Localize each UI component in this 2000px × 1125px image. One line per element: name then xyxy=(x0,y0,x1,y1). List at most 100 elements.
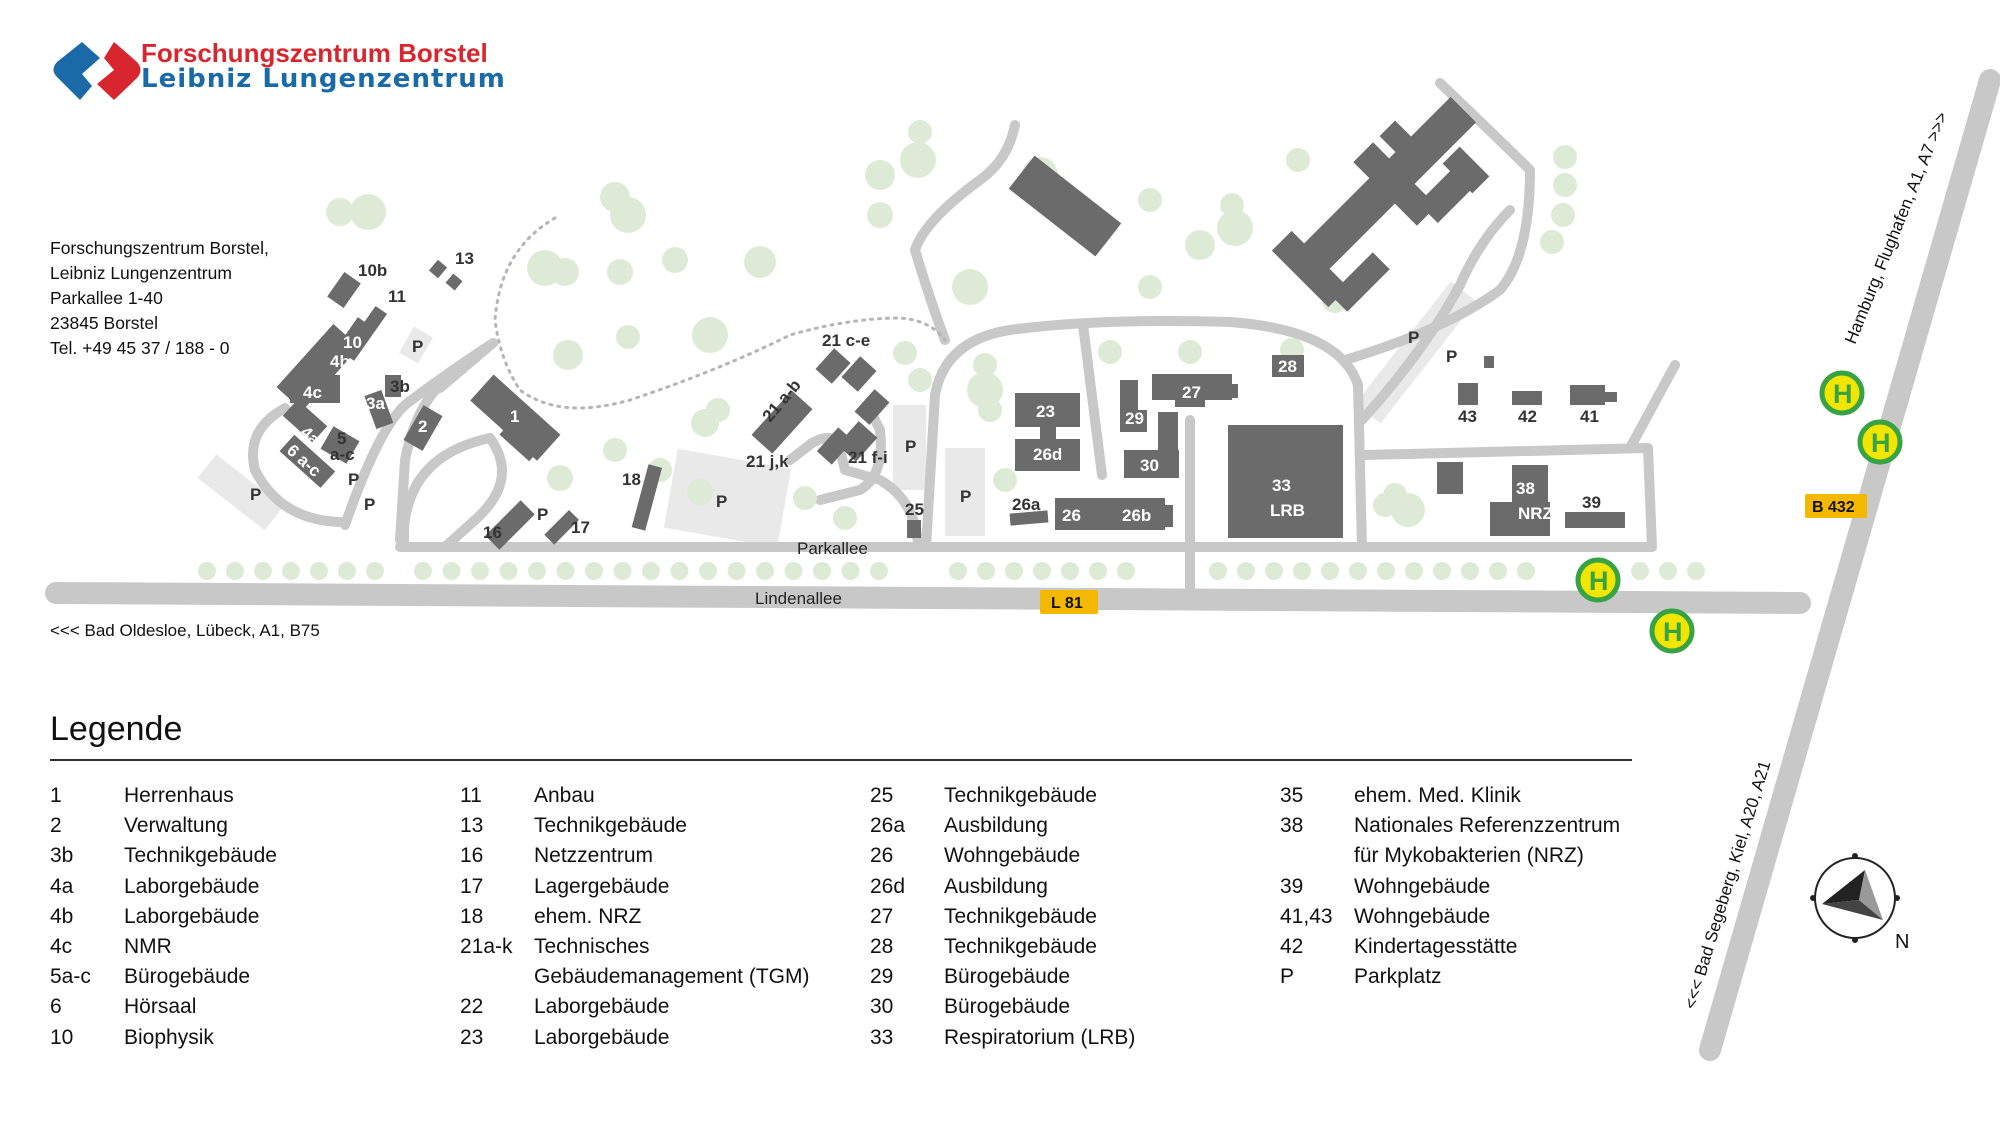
legend-name: NMR xyxy=(124,935,172,958)
logo-icon xyxy=(53,42,141,100)
legend-name: Herrenhaus xyxy=(124,784,234,807)
parking-area xyxy=(398,326,434,364)
road xyxy=(1078,320,1107,480)
building-26b-end xyxy=(1165,505,1173,527)
address-line: Forschungszentrum Borstel, xyxy=(50,238,269,258)
label-4b: 4b xyxy=(330,352,350,371)
legend-code: 38 xyxy=(1280,814,1304,838)
tree xyxy=(310,562,328,580)
legend-name: Wohngebäude xyxy=(1354,874,1491,898)
tree xyxy=(1286,148,1310,172)
address-line: Parkallee 1-40 xyxy=(50,288,163,308)
legend-code: P xyxy=(1280,965,1295,989)
tree xyxy=(1461,562,1479,580)
legend-name: Technikgebäude xyxy=(944,935,1097,958)
tree xyxy=(1489,562,1507,580)
tree xyxy=(1349,562,1367,580)
tree xyxy=(471,562,489,580)
legend-name: Parkplatz xyxy=(1354,965,1442,989)
legend-code: 26a xyxy=(870,814,906,838)
label-2: 2 xyxy=(418,417,427,436)
building-29b xyxy=(1125,410,1147,432)
tree xyxy=(556,562,575,580)
tree xyxy=(1321,562,1339,580)
tree-row xyxy=(198,562,1705,580)
label-5ac: a-c xyxy=(330,445,355,464)
svg-text:H: H xyxy=(1589,566,1609,596)
legend-name: für Mykobakterien (NRZ) xyxy=(1354,844,1584,868)
building-17 xyxy=(544,510,579,545)
tree xyxy=(977,562,995,580)
address-block: Forschungszentrum Borstel, Leibniz Lunge… xyxy=(50,236,269,361)
label-21jk: 21 j,k xyxy=(746,452,789,471)
road xyxy=(785,432,923,550)
label-41: 41 xyxy=(1580,407,1599,426)
l81-badge xyxy=(1040,590,1098,614)
tree xyxy=(442,562,461,580)
building-21jk xyxy=(816,427,854,465)
building-28 xyxy=(1272,355,1304,377)
legend-code: 35 xyxy=(1280,784,1304,807)
building-labels: 1 2 3a 3b 4b 4c 4a 5 a-c 6 a-c 10 10b 11… xyxy=(283,225,1601,542)
svg-text:H: H xyxy=(1833,379,1853,409)
building-23 xyxy=(1015,393,1080,427)
tree xyxy=(603,438,627,462)
building-42 xyxy=(1512,391,1542,405)
parking-label: P xyxy=(537,505,548,524)
legend-divider xyxy=(50,759,1632,761)
tree xyxy=(908,368,932,392)
tree xyxy=(784,562,803,580)
legend-title: Legende xyxy=(50,710,183,748)
legend-name: Technikgebäude xyxy=(944,904,1097,928)
parking-label: P xyxy=(250,485,261,504)
parking-label: P xyxy=(960,487,971,506)
legend-name: Wohngebäude xyxy=(1354,904,1491,928)
legend-code: 39 xyxy=(1280,874,1304,898)
label-1: 1 xyxy=(510,407,519,426)
tree xyxy=(1540,230,1564,254)
road xyxy=(815,405,886,505)
tree xyxy=(952,269,988,305)
legend-name: Wohngebäude xyxy=(944,844,1081,868)
legend-name: Biophysik xyxy=(124,1025,214,1049)
parking-area xyxy=(663,448,792,548)
label-30: 30 xyxy=(1140,456,1159,475)
parking-label: P xyxy=(1408,328,1419,347)
building-16 xyxy=(485,500,535,550)
tree xyxy=(1553,173,1577,197)
legend-name: Technikgebäude xyxy=(944,784,1097,807)
legend-code: 2 xyxy=(50,814,62,838)
label-38-sub: NRZ xyxy=(1518,504,1553,523)
legend-name: Laborgebäude xyxy=(124,904,260,928)
building-3a xyxy=(364,390,394,430)
parking-label: P xyxy=(412,337,423,356)
b432-badge xyxy=(1805,494,1867,518)
legend-code: 26 xyxy=(870,844,894,868)
legend-code: 17 xyxy=(460,874,484,898)
legend-code: 11 xyxy=(460,784,482,807)
label-28: 28 xyxy=(1278,357,1297,376)
legend-code: 4c xyxy=(50,935,73,958)
building-21ce-b xyxy=(841,356,877,392)
legend-code: 33 xyxy=(870,1025,894,1049)
tree xyxy=(727,562,746,580)
road xyxy=(1360,443,1657,552)
tree xyxy=(326,198,354,226)
legend-code: 22 xyxy=(460,995,484,1019)
building-35-f xyxy=(1442,146,1490,194)
org-name-line1: Forschungszentrum Borstel xyxy=(141,38,488,68)
legend-name: Technikgebäude xyxy=(124,844,277,868)
svg-text:H: H xyxy=(1871,428,1891,458)
tree xyxy=(610,197,646,233)
legend-code: 26d xyxy=(870,874,906,898)
label-26a: 26a xyxy=(1012,495,1041,514)
label-26d: 26d xyxy=(1033,445,1062,464)
tree xyxy=(642,562,660,580)
parking-label: P xyxy=(905,437,916,456)
legend-name: Respiratorium (LRB) xyxy=(944,1025,1136,1049)
parkallee-label: Parkallee xyxy=(797,539,868,558)
tree xyxy=(1517,562,1535,580)
building-3b xyxy=(385,375,401,397)
label-3a: 3a xyxy=(366,394,385,413)
